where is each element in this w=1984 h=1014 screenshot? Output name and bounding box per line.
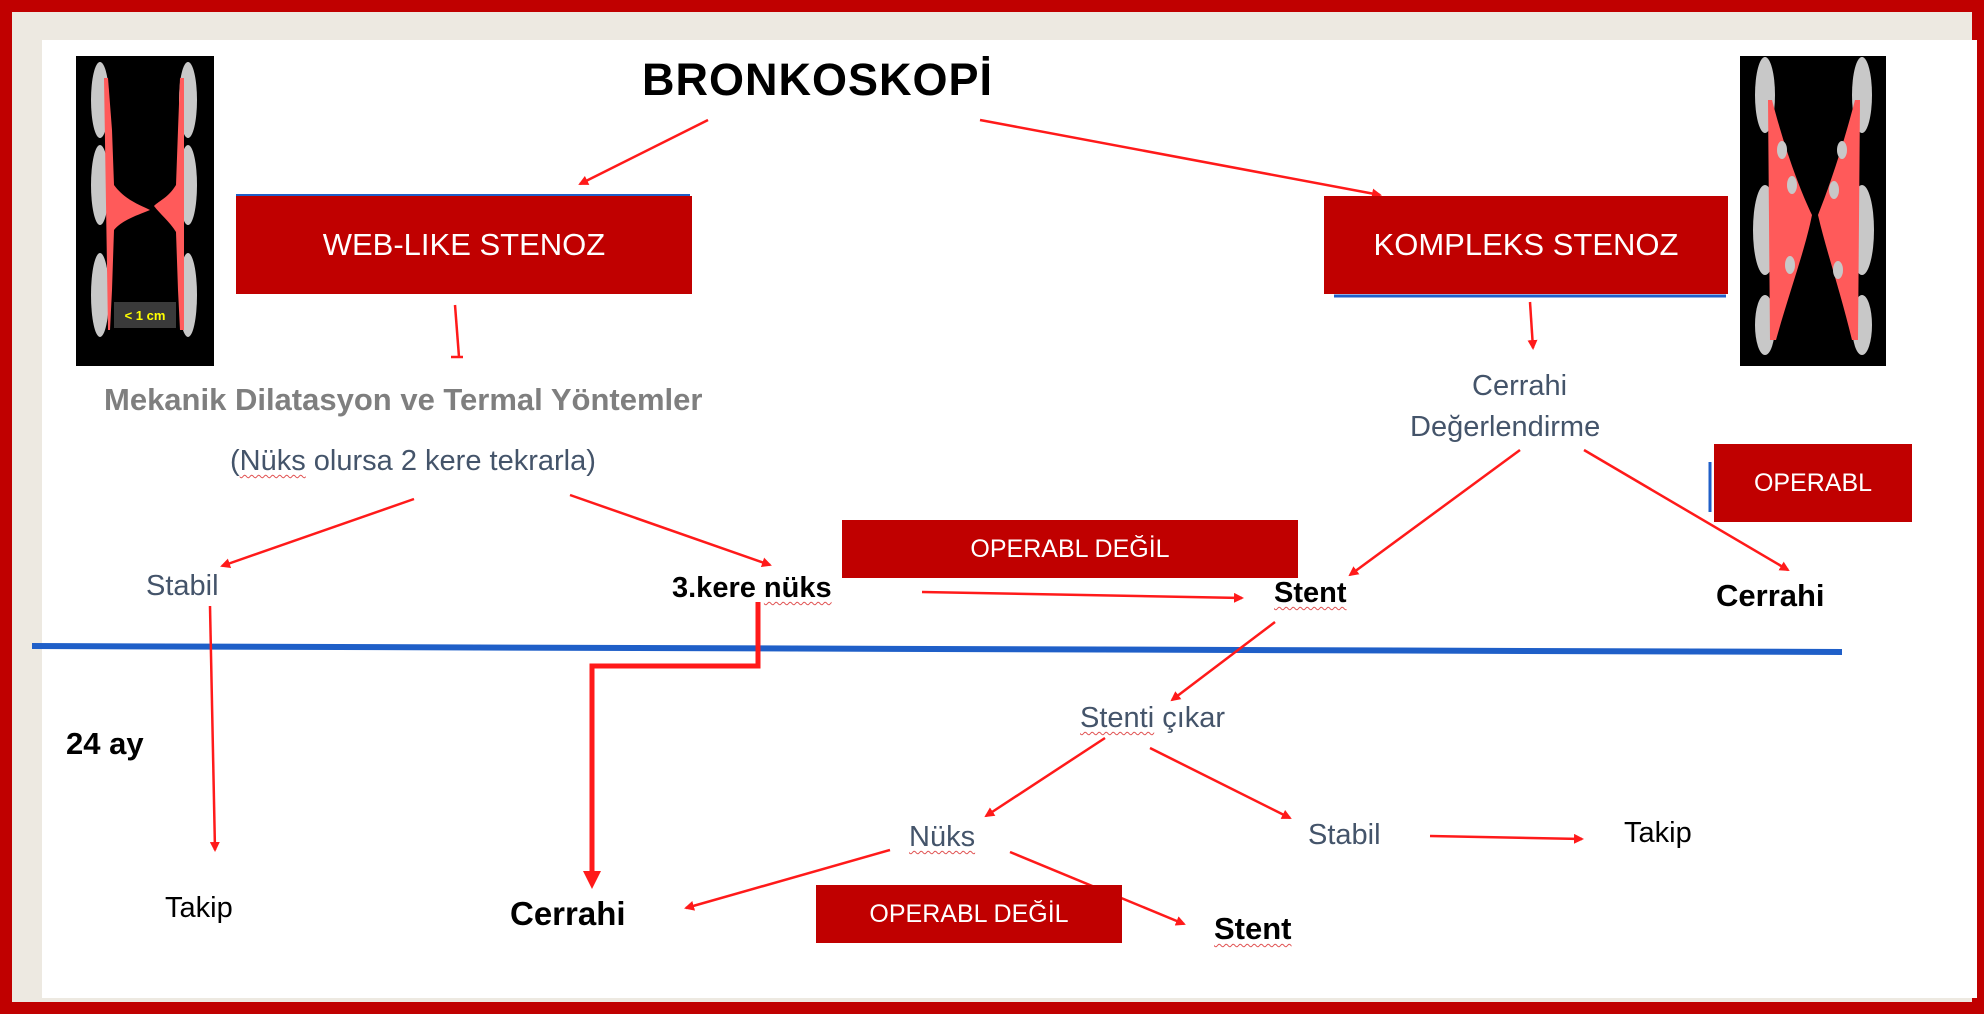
complex-stenosis-box: KOMPLEKS STENOZ — [1324, 196, 1728, 294]
surgery-label-bottom: Cerrahi — [510, 895, 626, 932]
stent-label-bottom: Stent — [1214, 911, 1292, 946]
timeline-line — [31, 643, 1843, 655]
follow-up-right: Takip — [1624, 817, 1692, 849]
third-relapse-label: 3.kere nüks — [672, 572, 832, 604]
relapse-repeat-note: (Nüks olursa 2 kere tekrarla) — [230, 445, 596, 477]
complex-stenosis-image — [1740, 56, 1886, 366]
web-like-stenosis-image: < 1 cm — [76, 56, 214, 366]
not-operable-box-bottom: OPERABL DEĞİL — [816, 885, 1122, 943]
page-title: BRONKOSKOPİ — [642, 54, 994, 105]
not-operable-label-bottom: OPERABL DEĞİL — [869, 899, 1069, 928]
size-tag: < 1 cm — [125, 308, 166, 323]
remove-stent-label: Stenti çıkar — [1080, 702, 1226, 734]
surgical-evaluation-line2: Değerlendirme — [1410, 411, 1601, 443]
operable-box: OPERABL — [1714, 444, 1912, 522]
follow-up-left: Takip — [165, 892, 233, 924]
stable-label-left: Stabil — [146, 570, 219, 602]
not-operable-box-top: OPERABL DEĞİL — [842, 520, 1298, 578]
relapse-label: Nüks — [909, 821, 976, 853]
stent-label: Stent — [1274, 577, 1347, 609]
web-like-stenosis-label: WEB-LIKE STENOZ — [322, 227, 606, 262]
operable-label: OPERABL — [1753, 468, 1873, 497]
surgical-evaluation-line1: Cerrahi — [1472, 370, 1568, 402]
mechanical-dilation-text: Mekanik Dilatasyon ve Termal Yöntemler — [104, 382, 703, 417]
complex-stenosis-label: KOMPLEKS STENOZ — [1373, 227, 1679, 262]
not-operable-label-top: OPERABL DEĞİL — [970, 534, 1170, 563]
web-like-stenosis-box: WEB-LIKE STENOZ — [236, 196, 692, 294]
timeline-label: 24 ay — [66, 726, 144, 761]
surgery-label-right: Cerrahi — [1716, 578, 1825, 613]
stable-label-right: Stabil — [1308, 819, 1381, 851]
